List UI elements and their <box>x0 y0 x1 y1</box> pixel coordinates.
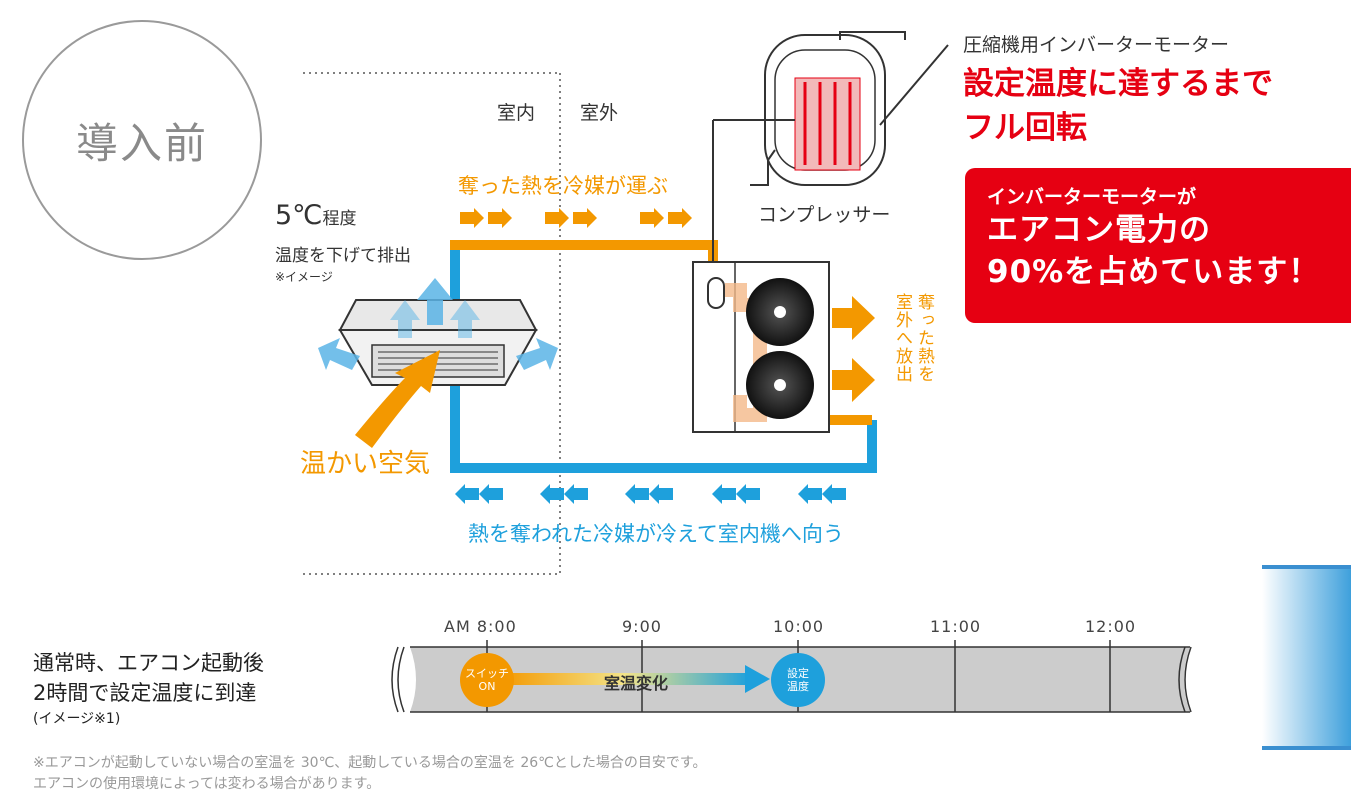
switch-on-marker: スイッチ ON <box>462 667 512 693</box>
hour-label: 12:00 <box>1085 617 1137 636</box>
hour-label: 10:00 <box>773 617 825 636</box>
motor-label: 圧縮機用インバーターモーター <box>963 34 1230 56</box>
heat-out-col2: 室外へ放出 <box>892 293 912 383</box>
heat-out-arrows <box>832 296 875 402</box>
timeline-description: 通常時、エアコン起動後 2時間で設定温度に到達 (イメージ※1) <box>33 648 264 730</box>
compressor-label: コンプレッサー <box>758 204 891 226</box>
warm-air-arrow <box>355 350 440 448</box>
before-badge: 導入前 <box>22 20 262 260</box>
headline-line1: 設定温度に達するまで <box>963 66 1273 102</box>
desc-line2: 2時間で設定温度に到達 <box>33 681 257 705</box>
setpoint-line2: 温度 <box>787 680 809 693</box>
outdoor-label: 室外 <box>580 102 619 124</box>
headline-line2: フル回転 <box>963 110 1087 146</box>
bottom-flow-label: 熱を奪われた冷媒が冷えて室内機へ向う <box>468 522 844 546</box>
footnote-line2: エアコンの使用環境によっては変わる場合があります。 <box>33 776 381 792</box>
side-gradient-panel <box>1262 565 1351 750</box>
cold-air-arrows <box>318 278 558 370</box>
switch-line1: スイッチ <box>465 667 509 680</box>
setpoint-marker: 設定 温度 <box>773 667 823 693</box>
temp-note: ※イメージ <box>275 270 333 284</box>
outdoor-unit <box>692 261 830 433</box>
red-callout: インバーターモーターが エアコン電力の 90%を占めています！ <box>965 168 1351 323</box>
temp-block: 5℃程度 <box>275 200 357 231</box>
bottom-flow-arrows <box>455 484 846 504</box>
footnote-line1: ※エアコンが起動していない場合の室温を 30℃、起動している場合の室温を 26℃… <box>33 755 707 771</box>
timeline-band <box>391 640 1192 713</box>
indoor-label: 室内 <box>497 102 536 124</box>
temp-change-label: 室温変化 <box>604 674 669 693</box>
motor-leader-line <box>879 44 949 126</box>
top-flow-label: 奪った熱を冷媒が運ぶ <box>458 174 668 198</box>
desc-line3: (イメージ※1) <box>33 711 121 727</box>
top-flow-arrows <box>460 208 692 228</box>
temp-suffix: 程度 <box>322 209 357 229</box>
compressor <box>712 31 906 262</box>
callout-line2: エアコン電力の <box>987 212 1211 248</box>
callout-line3: 90%を占めています！ <box>987 254 1321 290</box>
hour-label: 11:00 <box>930 617 982 636</box>
hour-label: 9:00 <box>622 617 662 636</box>
indoor-boundary <box>303 72 561 575</box>
warm-air-label: 温かい空気 <box>300 449 431 479</box>
badge-label: 導入前 <box>75 118 208 168</box>
heat-out-col1: 奪った熱を <box>914 293 934 383</box>
temp-value: 5℃ <box>275 200 323 231</box>
callout-line1: インバーターモーターが <box>987 186 1197 208</box>
desc-line1: 通常時、エアコン起動後 <box>33 651 264 675</box>
setpoint-line1: 設定 <box>787 667 809 680</box>
temp-line2: 温度を下げて排出 <box>275 246 411 266</box>
switch-line2: ON <box>478 680 496 693</box>
hour-label: AM 8:00 <box>444 617 517 636</box>
headline: 設定温度に達するまで フル回転 <box>963 62 1273 150</box>
